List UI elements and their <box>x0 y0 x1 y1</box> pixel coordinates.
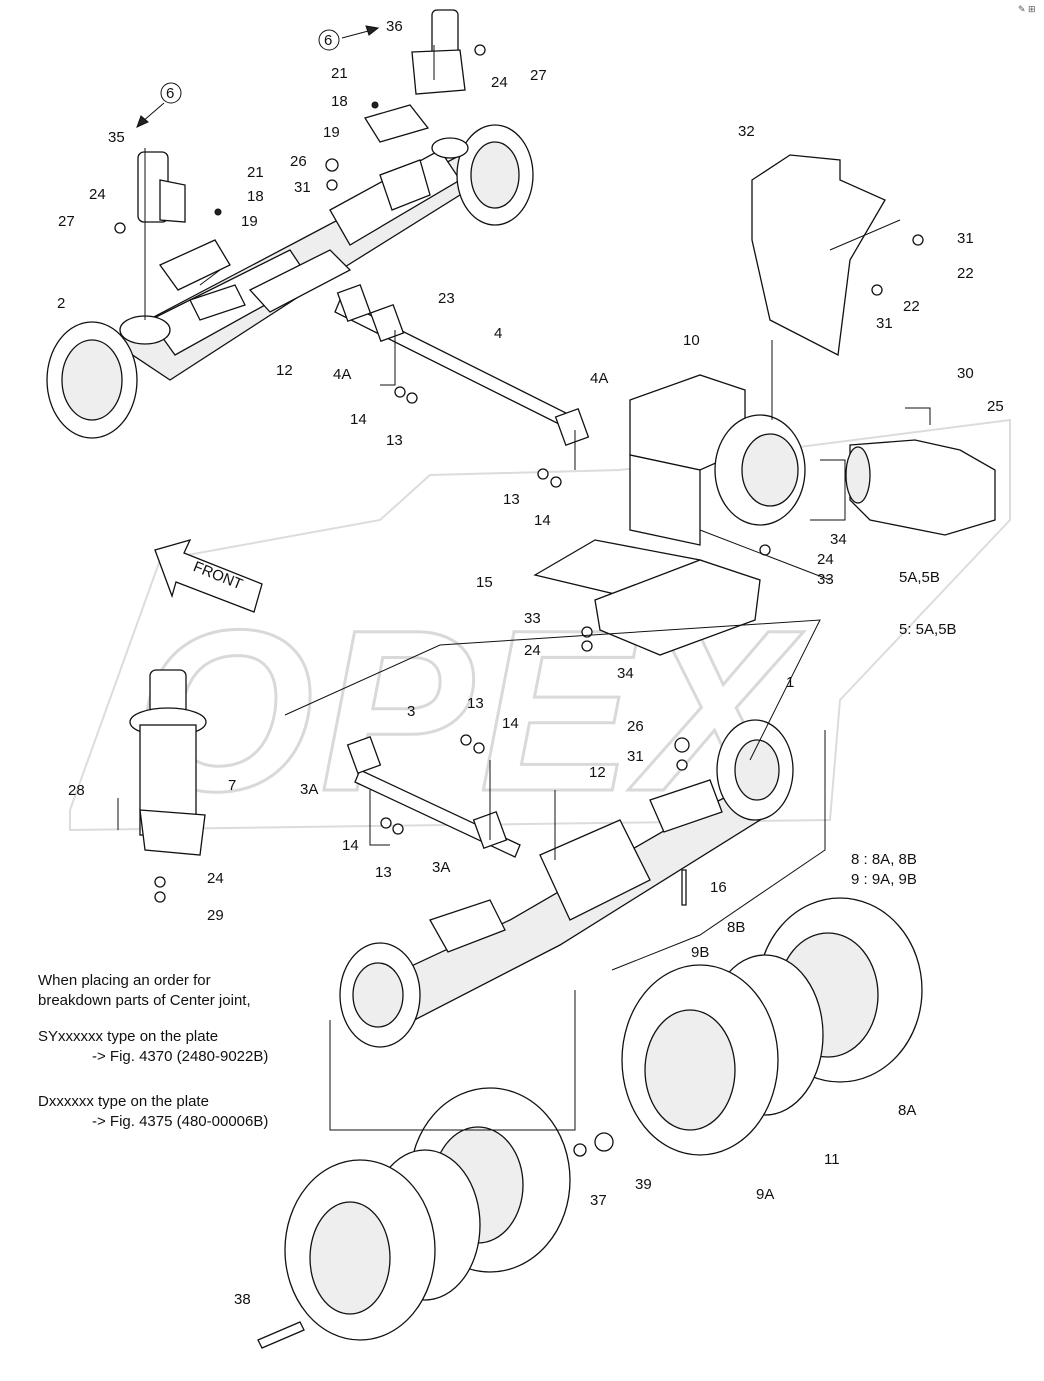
order-note-line2: breakdown parts of Center joint, <box>38 992 251 1009</box>
callout-2: 2 <box>57 295 65 312</box>
circled-ref-6-upper: 6 <box>318 25 380 51</box>
callout-24: 24 <box>524 642 541 659</box>
callout-22: 22 <box>903 298 920 315</box>
callout-5A5B: 5A,5B <box>899 569 940 586</box>
callout-8A: 8A <box>898 1102 916 1119</box>
callout-24: 24 <box>89 186 106 203</box>
callout-38: 38 <box>234 1291 251 1308</box>
callout-31: 31 <box>627 748 644 765</box>
callout-14: 14 <box>350 411 367 428</box>
callout-19: 19 <box>323 124 340 141</box>
callout-37: 37 <box>590 1192 607 1209</box>
callout-33: 33 <box>817 571 834 588</box>
callout-19: 19 <box>241 213 258 230</box>
callout-32: 32 <box>738 123 755 140</box>
callout-11: 11 <box>824 1151 840 1168</box>
transmission-10-drawing <box>629 374 806 546</box>
callout-13: 13 <box>503 491 520 508</box>
callout-8B: 8B <box>727 919 745 936</box>
callout-18: 18 <box>331 93 348 110</box>
callout-10: 10 <box>683 332 700 349</box>
callout-23: 23 <box>438 290 455 307</box>
callout-13: 13 <box>467 695 484 712</box>
rear-wheel-left-drawing <box>284 1087 571 1341</box>
callout-36: 36 <box>386 18 403 35</box>
callout-15: 15 <box>476 574 493 591</box>
callout-35: 35 <box>108 129 125 146</box>
callout-39: 39 <box>635 1176 652 1193</box>
callout-28: 28 <box>68 782 85 799</box>
callout-26: 26 <box>627 718 644 735</box>
plate-15-drawing <box>533 539 761 656</box>
callout-24: 24 <box>491 74 508 91</box>
callout-7: 7 <box>228 777 236 794</box>
callout-31: 31 <box>876 315 893 332</box>
callout-1: 1 <box>786 674 794 691</box>
callout-13: 13 <box>375 864 392 881</box>
drive-shaft-4-drawing <box>334 283 590 447</box>
callout-24: 24 <box>817 551 834 568</box>
center-joint-7-drawing <box>129 669 207 856</box>
callout-34: 34 <box>830 531 847 548</box>
callout-31: 31 <box>294 179 311 196</box>
callout-12: 12 <box>276 362 293 379</box>
callout-5-legend: 5: 5A,5B <box>899 621 957 638</box>
leader-lines <box>117 45 931 1131</box>
callout-34: 34 <box>617 665 634 682</box>
front-arrow-icon: FRONT <box>154 538 263 613</box>
callout-4A: 4A <box>590 370 608 387</box>
callout-9-legend: 9 : 9A, 9B <box>851 871 917 888</box>
wheel-9-drawing <box>621 964 779 1156</box>
callout-3A: 3A <box>300 781 318 798</box>
sensor-36-drawing <box>411 9 466 95</box>
callout-3A: 3A <box>432 859 450 876</box>
callout-29: 29 <box>207 907 224 924</box>
callout-21: 21 <box>247 164 264 181</box>
front-axle-drawing <box>46 104 534 439</box>
callout-4: 4 <box>494 325 502 342</box>
callout-8-legend: 8 : 8A, 8B <box>851 851 917 868</box>
svg-text:6: 6 <box>166 85 174 102</box>
callout-21: 21 <box>331 65 348 82</box>
order-note-line3: SYxxxxxx type on the plate <box>38 1028 219 1045</box>
callout-4A: 4A <box>333 366 351 383</box>
callout-33: 33 <box>524 610 541 627</box>
callout-18: 18 <box>247 188 264 205</box>
order-note-line1: When placing an order for <box>38 972 211 989</box>
callout-30: 30 <box>957 365 974 382</box>
svg-text:6: 6 <box>324 32 332 49</box>
callout-24: 24 <box>207 870 224 887</box>
pump-5-drawing <box>845 439 996 536</box>
callout-25: 25 <box>987 398 1004 415</box>
callout-27: 27 <box>58 213 75 230</box>
bracket-32-drawing <box>751 154 886 357</box>
callout-12: 12 <box>589 764 606 781</box>
callout-22: 22 <box>957 265 974 282</box>
rear-axle-drawing <box>339 719 794 1048</box>
callout-labels: 36 27 24 21 18 19 26 31 35 21 18 19 24 2… <box>57 18 1004 1308</box>
callout-14: 14 <box>534 512 551 529</box>
callout-9B: 9B <box>691 944 709 961</box>
callout-14: 14 <box>342 837 359 854</box>
circled-ref-6-lower: 6 <box>136 82 182 128</box>
corner-mark: ✎ ⊞ <box>1018 4 1036 14</box>
callout-16: 16 <box>710 879 727 896</box>
callout-14: 14 <box>502 715 519 732</box>
callout-26: 26 <box>290 153 307 170</box>
callout-27: 27 <box>530 67 547 84</box>
order-note-line4: -> Fig. 4370 (2480-9022B) <box>92 1048 269 1065</box>
callout-13: 13 <box>386 432 403 449</box>
order-note-line5: Dxxxxxx type on the plate <box>38 1093 209 1110</box>
callout-9A: 9A <box>756 1186 774 1203</box>
hardware-parts <box>114 44 924 1349</box>
order-note-line6: -> Fig. 4375 (480-00006B) <box>92 1113 269 1130</box>
callout-31: 31 <box>957 230 974 247</box>
callout-3: 3 <box>407 703 415 720</box>
